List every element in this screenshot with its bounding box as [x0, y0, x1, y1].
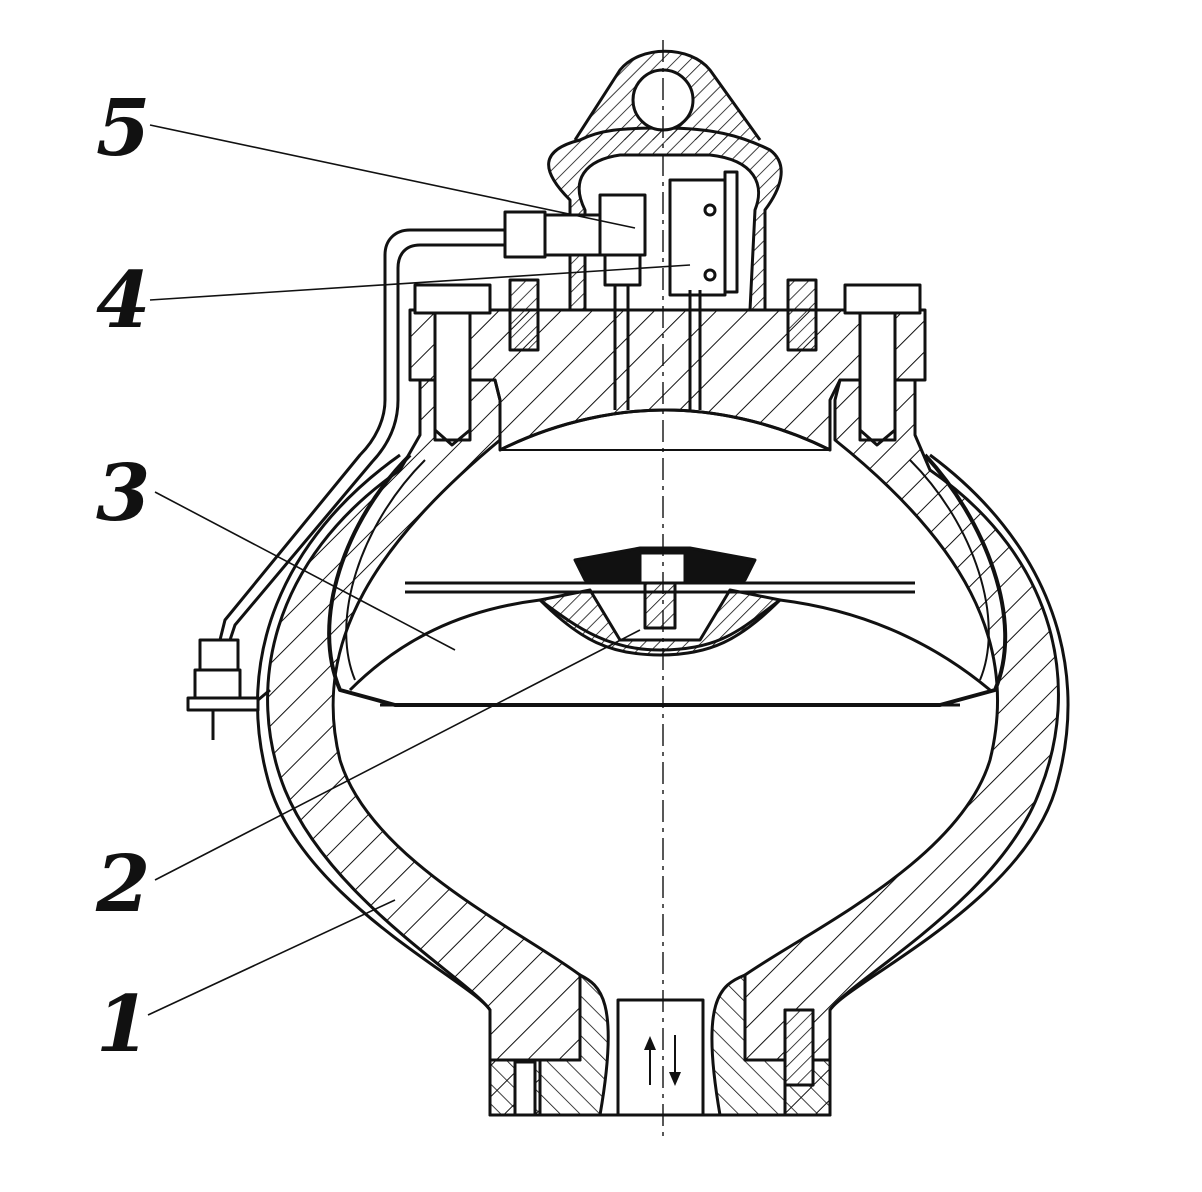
shell-body [266, 378, 582, 1117]
external-pipe [218, 228, 505, 641]
leader-5 [149, 124, 636, 229]
leader-3 [154, 491, 456, 651]
leader-4 [149, 264, 691, 301]
callout-1: 1 [96, 979, 151, 1070]
callout-4: 4 [96, 255, 151, 346]
leader-1 [147, 899, 396, 1016]
valve-plate [538, 588, 782, 657]
callout-5: 5 [96, 83, 151, 174]
switch-block [668, 178, 727, 297]
leader-2 [154, 629, 641, 881]
shell-outline [256, 453, 1070, 1115]
bottom-port [488, 973, 832, 1117]
shell-body-right [743, 378, 1060, 1117]
leader-lines [147, 124, 691, 1016]
callout-2: 2 [96, 839, 151, 930]
callout-3: 3 [96, 448, 151, 539]
